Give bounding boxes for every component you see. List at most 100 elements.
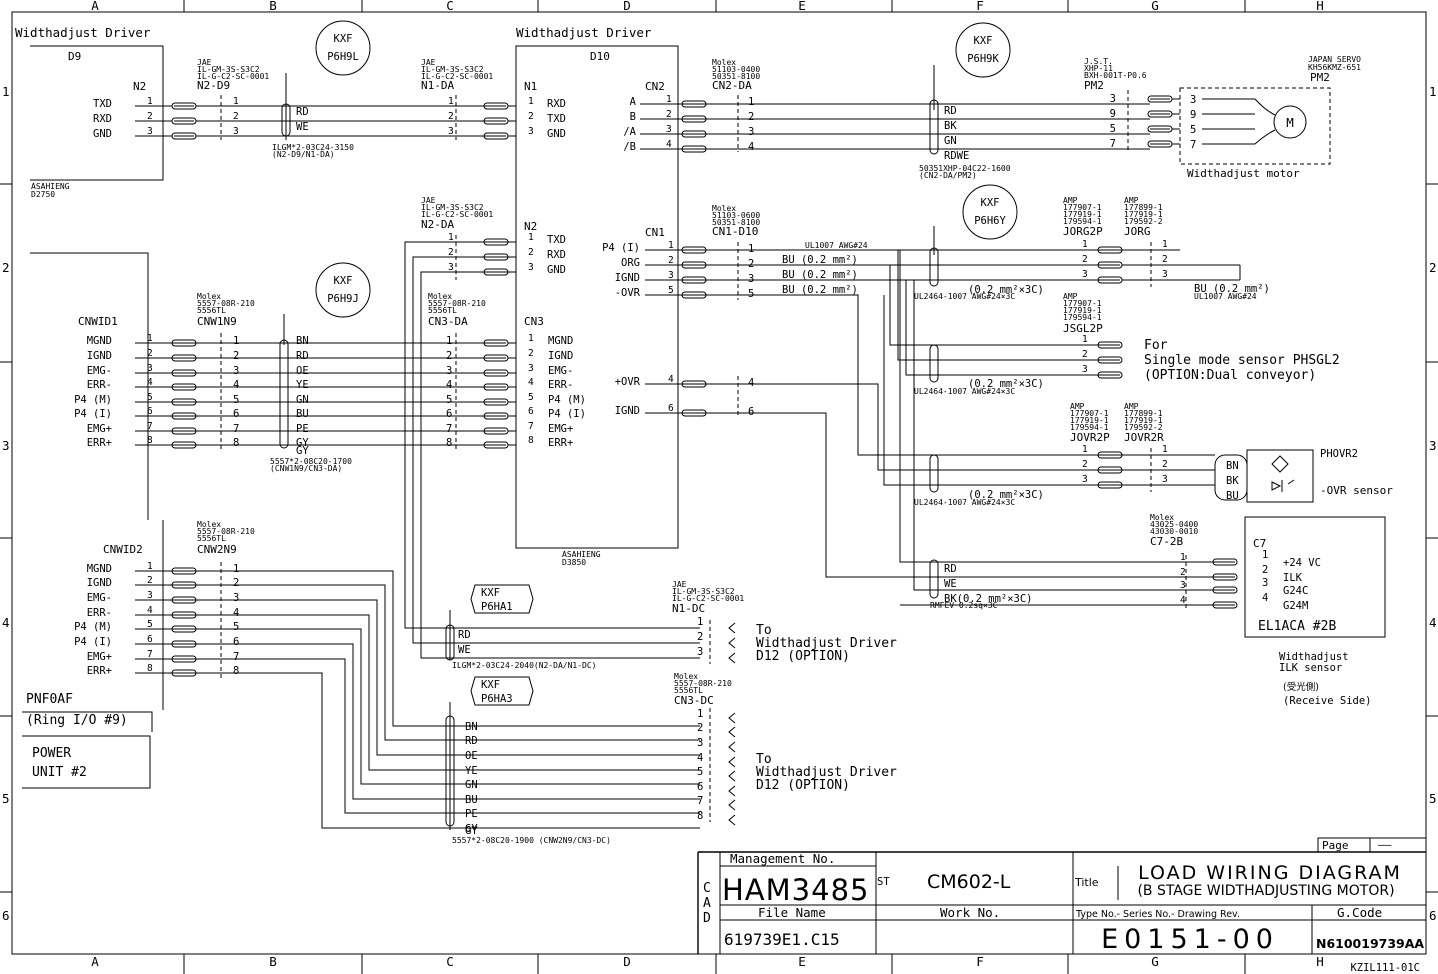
pin-num: 1 — [1180, 552, 1186, 563]
part-maker: Molex — [428, 292, 452, 301]
kxf-label: P6H6Y — [974, 215, 1006, 227]
sensor-caption: -OVR sensor — [1320, 484, 1393, 497]
pin-num: 1 — [748, 96, 754, 108]
cable-shield — [445, 624, 455, 661]
pin-num: 4 — [233, 379, 239, 391]
route-cn3dc — [200, 599, 700, 756]
wire-color: BU (0.2 mm²) — [782, 284, 858, 296]
wire-color: GY — [465, 825, 478, 837]
d9-name: D9 — [68, 50, 81, 63]
part-no: 177919-1 — [1124, 416, 1163, 425]
drawing-title: LOAD WIRING DIAGRAM — [1138, 862, 1402, 884]
part-no: KH56KMZ-651 — [1308, 63, 1361, 72]
wire-color: GN — [944, 135, 957, 147]
pin-signal: P4 (I) — [548, 408, 586, 420]
type-value: E0151-00 — [1101, 924, 1279, 955]
part-maker: Molex — [197, 520, 221, 529]
motor-icon — [1273, 105, 1307, 139]
part-no: IL-G-C2-SC-0001 — [421, 72, 493, 81]
pin-num: 2 — [666, 109, 672, 120]
pin-signal: GND — [547, 264, 566, 276]
pin-signal: /A — [623, 126, 636, 138]
file-value: 619739E1.C15 — [724, 930, 840, 949]
pin-num: 3 — [528, 262, 534, 273]
cable-label: 50351XHP-04C22-1600 — [919, 164, 1011, 173]
pin-num: 1 — [1082, 239, 1088, 250]
pin-num: 4 — [1262, 592, 1268, 604]
model-value: CM602-L — [927, 871, 1011, 893]
d10-model: D3850 — [562, 558, 586, 567]
cable-label: UL2464-1007 AWG#24×3C — [914, 292, 1015, 301]
pin-signal: G24M — [1283, 600, 1308, 612]
route-n2-txd — [404, 241, 700, 629]
pin-num: 5 — [748, 288, 754, 300]
pin-num: 2 — [233, 350, 239, 362]
kxf-tag — [470, 676, 534, 706]
pin-signal: GND — [547, 128, 566, 140]
connector-name: CN2-DA — [712, 79, 752, 92]
zone-col-label: E — [798, 954, 806, 969]
contact-icon — [171, 354, 197, 362]
pin-signal: EMG+ — [87, 651, 112, 663]
open-end-icon — [728, 712, 736, 724]
contact-icon — [171, 398, 197, 406]
part-no: 5557-08R-210 — [197, 527, 255, 536]
pin-num: 8 — [233, 665, 239, 677]
pin-num: 2 — [446, 350, 452, 362]
pin-num: 4 — [668, 374, 674, 385]
cnwid2-conn: CNWID2 — [103, 543, 143, 556]
cnwid1-conn: CNWID1 — [78, 315, 118, 328]
pin-num: 1 — [1082, 334, 1088, 345]
zone-row-label: 5 — [2, 791, 10, 806]
pin-num: 1 — [666, 94, 672, 105]
zone-row-label: 2 — [2, 260, 10, 275]
border — [11, 11, 1427, 955]
wire-color: RD — [296, 350, 309, 362]
part-maker: Molex — [197, 292, 221, 301]
part-no: 177899-1 — [1124, 409, 1163, 418]
wire-color: RD — [465, 735, 478, 747]
part-no: 177907-1 — [1063, 203, 1102, 212]
d9-model: ASAHIENG — [31, 182, 70, 191]
pin-num: 5 — [233, 394, 239, 406]
ring-io-name: PNF0AF — [26, 692, 73, 707]
wire-color: RD — [458, 629, 471, 641]
d9-pin-num: 3 — [147, 126, 153, 137]
kxf-label: KXF — [481, 587, 500, 599]
wire-color: BK(0.2 mm²×3C) — [944, 593, 1033, 605]
part-maker: Molex — [712, 58, 736, 67]
part-no: 177919-1 — [1070, 416, 1109, 425]
zone-row-label: 1 — [1429, 84, 1437, 99]
part-no: 5556TL — [428, 306, 457, 315]
route-jsgl-2 — [889, 265, 1100, 346]
route-cn3dc — [200, 658, 700, 814]
open-end-icon — [728, 814, 736, 826]
contact-icon — [171, 427, 197, 435]
d10-header: Widthadjust Driver — [516, 25, 652, 40]
part-no: 179592-2 — [1124, 423, 1163, 432]
connector-name: N1-DC — [672, 602, 705, 615]
route-jsgl-1 — [897, 250, 1100, 361]
file-label: File Name — [758, 905, 826, 920]
kxf-label: KXF — [334, 33, 353, 45]
pin-num: 2 — [748, 111, 754, 123]
pin-num: 8 — [147, 663, 153, 674]
part-maker: JAE — [421, 58, 436, 67]
pin-num: 3 — [1082, 364, 1088, 375]
pin-num: 3 — [446, 365, 452, 377]
contact-icon — [1097, 341, 1123, 349]
contact-icon — [171, 441, 197, 449]
route-cn3dc — [200, 614, 700, 771]
part-maker: JAPAN SERVO — [1308, 55, 1361, 64]
pin-num: 3 — [668, 270, 674, 281]
connector-name: JOVR2P — [1070, 431, 1110, 444]
cad-letter: D — [703, 911, 711, 926]
part-no: IL-GM-3S-S3C2 — [421, 203, 484, 212]
option-note: Single mode sensor PHSGL2 — [1144, 353, 1340, 368]
zone-col-label: B — [269, 954, 277, 969]
pin-num: 5 — [233, 621, 239, 633]
motor-lead — [1254, 129, 1276, 145]
